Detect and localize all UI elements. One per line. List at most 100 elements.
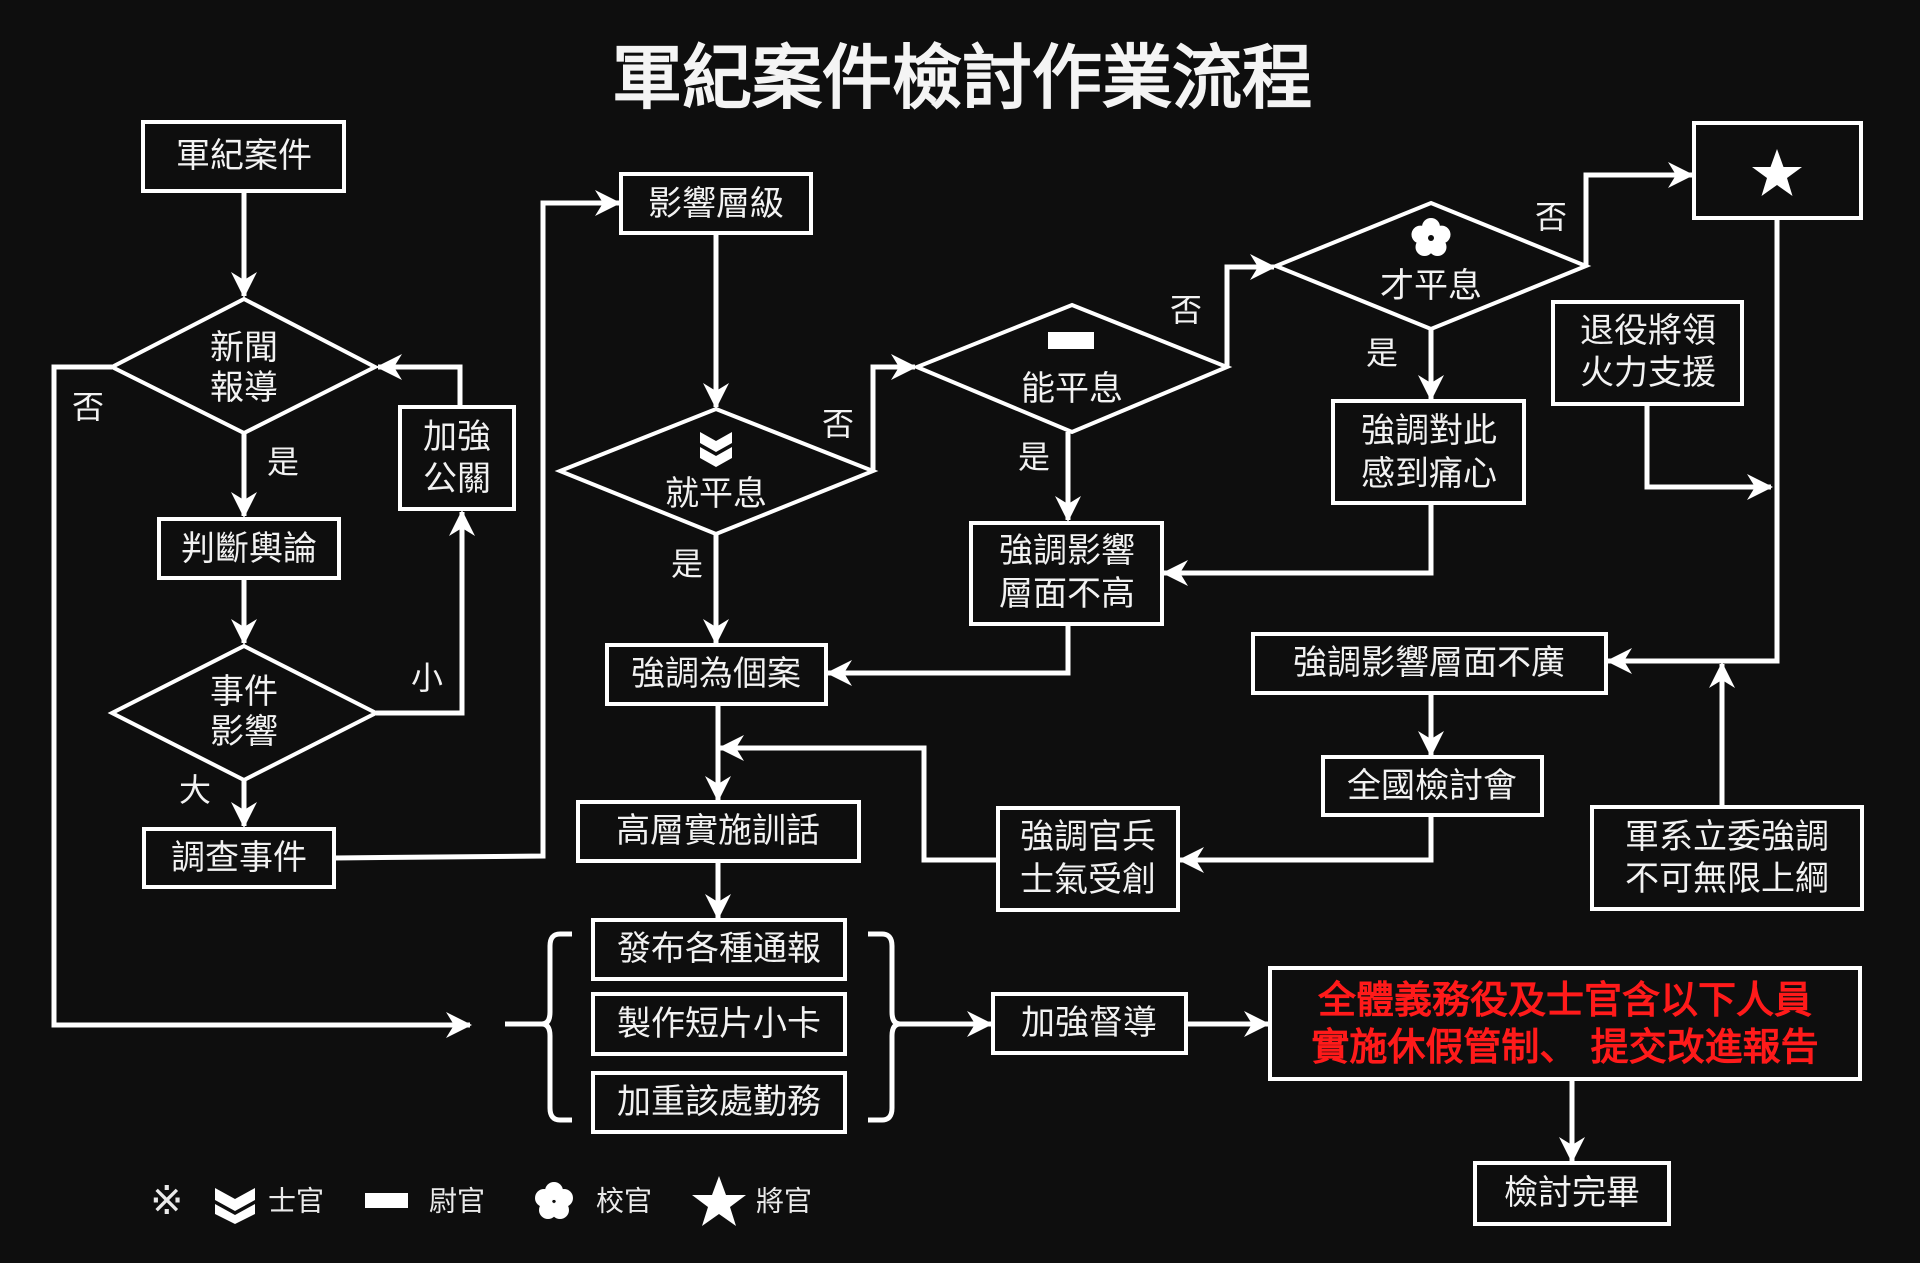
edge-review-to-morale [1178, 815, 1434, 873]
decision-news-label-2: 報導 [210, 368, 278, 408]
node-national-review[interactable]: 全國檢討會 [1321, 755, 1544, 817]
node-control-label-1: 全體義務役及士官含以下人員 [1317, 978, 1812, 1022]
node-investigate-label: 調查事件 [171, 838, 307, 878]
decision-impact[interactable]: 事件 影響 [107, 643, 381, 783]
edge-jr-no [1224, 254, 1276, 367]
node-supervise-label: 加強督導 [1021, 1003, 1157, 1043]
decision-impact-label-2: 影響 [210, 712, 278, 752]
node-morale[interactable]: 強調官兵 士氣受創 [996, 806, 1180, 912]
edge-label-impact-large: 大 [179, 771, 211, 809]
node-national-review-label: 全國檢討會 [1347, 766, 1517, 806]
node-duty[interactable]: 加重該處勤務 [591, 1071, 847, 1134]
node-not-wide[interactable]: 強調影響層面不廣 [1251, 632, 1608, 695]
node-control[interactable]: 全體義務役及士官含以下人員 實施休假管制、 提交改進報告 [1268, 966, 1862, 1081]
decision-news[interactable]: 新聞 報導 [107, 296, 380, 436]
edge-pain-to-not-high [1162, 503, 1434, 586]
node-bulletin-label: 發布各種通報 [617, 929, 821, 969]
node-bulletin[interactable]: 發布各種通報 [591, 918, 847, 981]
edge-label-nco-no: 否 [822, 405, 854, 443]
star-rank-icon [1752, 149, 1802, 196]
decision-nco-label: 就平息 [665, 474, 767, 514]
edge-pr-to-news [376, 354, 463, 407]
decision-impact-label-1: 事件 [210, 672, 278, 712]
node-retired-label-1: 退役將領 [1580, 311, 1716, 351]
node-investigate[interactable]: 調查事件 [142, 827, 336, 889]
node-senior-talk-label: 高層實施訓話 [616, 811, 820, 851]
chevron-rank-icon [215, 1188, 255, 1224]
edge-not-high-to-individual [826, 624, 1071, 686]
node-legislator-label-1: 軍系立委強調 [1625, 817, 1829, 857]
node-pr-label-1: 加強 [423, 417, 491, 457]
legend-label-general: 將官 [756, 1185, 812, 1218]
node-not-high[interactable]: 強調影響 層面不高 [969, 521, 1164, 626]
decision-nco[interactable]: 就平息 [554, 406, 879, 537]
node-pr[interactable]: 加強 公關 [398, 405, 516, 511]
node-pain-label-2: 感到痛心 [1361, 454, 1497, 494]
node-case[interactable]: 軍紀案件 [141, 120, 346, 193]
edge-field-no [1583, 162, 1694, 266]
node-not-wide-label: 強調影響層面不廣 [1293, 643, 1565, 683]
decision-field[interactable]: 才平息 [1270, 200, 1592, 332]
edge-label-nco-yes: 是 [671, 545, 703, 583]
edge-news-no [51, 364, 472, 1038]
edge-morale-to-main [718, 735, 998, 863]
node-video[interactable]: 製作短片小卡 [591, 992, 847, 1056]
node-pain[interactable]: 強調對此 感到痛心 [1331, 399, 1526, 505]
decision-junior[interactable]: 能平息 [911, 302, 1233, 435]
plum-blossom-rank-icon [535, 1182, 573, 1219]
bracket-left [541, 931, 572, 1123]
node-individual-label: 強調為個案 [631, 654, 801, 694]
edge-label-jr-yes: 是 [1018, 438, 1050, 476]
node-video-label: 製作短片小卡 [617, 1004, 821, 1044]
node-senior-talk[interactable]: 高層實施訓話 [576, 800, 861, 863]
edge-nco-no [870, 354, 917, 471]
node-level[interactable]: 影響層級 [619, 172, 813, 235]
node-morale-label-2: 士氣受創 [1020, 860, 1156, 900]
page-title: 軍紀案件檢討作業流程 [612, 37, 1312, 119]
edge-label-impact-small: 小 [411, 659, 443, 697]
node-level-label: 影響層級 [648, 184, 784, 224]
connectors [51, 162, 1780, 1163]
edge-label-news-no: 否 [72, 388, 104, 426]
node-general[interactable] [1692, 121, 1863, 220]
node-judge[interactable]: 判斷輿論 [157, 517, 341, 580]
bar-rank-icon [365, 1193, 408, 1208]
decision-junior-label: 能平息 [1021, 369, 1123, 409]
edge-label-jr-no: 否 [1170, 291, 1202, 329]
node-retired[interactable]: 退役將領 火力支援 [1551, 300, 1744, 406]
edge-impact-small [376, 510, 475, 716]
legend: ※ 士官 尉官 校官 將官 [150, 1176, 812, 1226]
decision-field-label: 才平息 [1380, 266, 1482, 306]
node-judge-label: 判斷輿論 [181, 529, 317, 569]
star-rank-icon [692, 1176, 746, 1226]
decision-news-label-1: 新聞 [210, 328, 278, 368]
edge-label-field-yes: 是 [1366, 334, 1398, 372]
edge-label-field-no: 否 [1535, 198, 1567, 236]
chevron-rank-icon [700, 432, 732, 467]
node-retired-label-2: 火力支援 [1580, 353, 1716, 393]
node-supervise[interactable]: 加強督導 [991, 992, 1188, 1055]
node-not-high-label-2: 層面不高 [999, 574, 1135, 614]
node-legislator-label-2: 不可無限上綱 [1625, 859, 1829, 899]
legend-label-field: 校官 [596, 1185, 652, 1218]
note-symbol-icon: ※ [150, 1178, 184, 1224]
node-case-label: 軍紀案件 [176, 136, 312, 176]
node-not-high-label-1: 強調影響 [999, 531, 1135, 571]
legend-label-junior: 尉官 [429, 1185, 485, 1218]
node-legislator[interactable]: 軍系立委強調 不可無限上綱 [1590, 805, 1864, 911]
node-duty-label: 加重該處勤務 [617, 1082, 821, 1122]
plum-blossom-rank-icon [1411, 218, 1451, 256]
node-done-label: 檢討完畢 [1504, 1173, 1640, 1213]
node-pain-label-1: 強調對此 [1361, 411, 1497, 451]
edge-star-to-not-wide [1606, 218, 1780, 674]
edge-retired-support [1644, 404, 1773, 500]
node-pr-label-2: 公關 [423, 459, 491, 499]
edge-label-news-yes: 是 [267, 443, 299, 481]
node-morale-label-1: 強調官兵 [1020, 817, 1156, 857]
bar-rank-icon [1048, 332, 1094, 349]
node-control-label-2: 實施休假管制、 提交改進報告 [1311, 1025, 1818, 1069]
node-done[interactable]: 檢討完畢 [1473, 1161, 1671, 1226]
bracket-right [868, 931, 901, 1123]
node-individual[interactable]: 強調為個案 [605, 643, 828, 706]
